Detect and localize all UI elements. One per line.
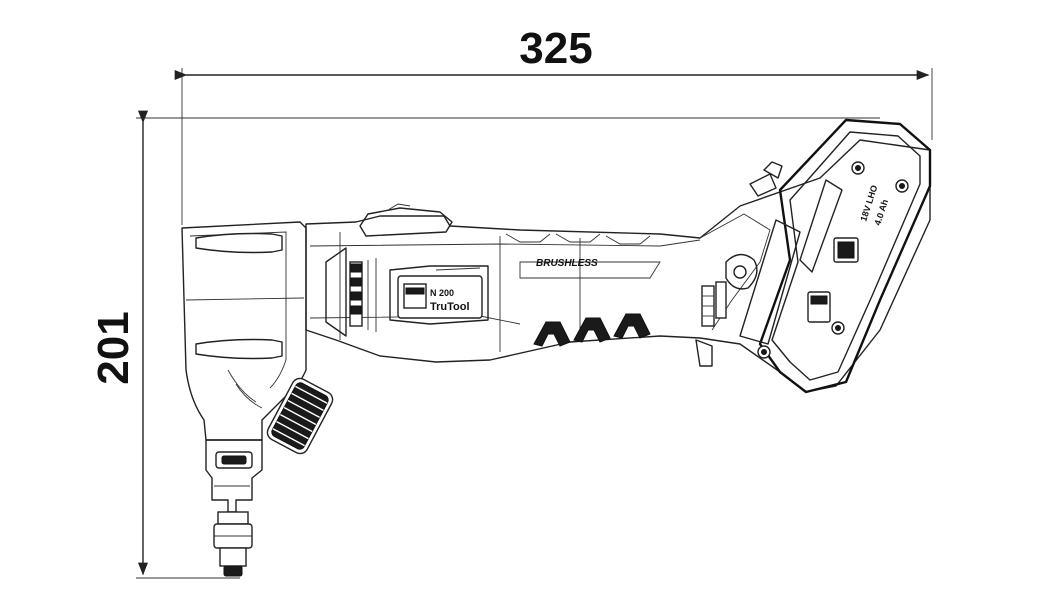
top-switch	[359, 207, 453, 237]
brand-strip-text: BRUSHLESS	[536, 258, 598, 269]
model-label: N 200	[430, 288, 454, 298]
connector-block	[325, 247, 377, 337]
adjustment-wheel	[266, 377, 334, 455]
width-dimension: 325	[174, 24, 933, 225]
rear-housing	[695, 161, 783, 367]
battery-capacity-label: 4.0 Ah	[872, 198, 890, 226]
tool-head	[181, 221, 307, 441]
grip-pads	[533, 313, 651, 347]
height-dimension-label: 201	[89, 311, 138, 384]
nibbler-tool: N 200 TruTool BRUSHLESS	[181, 118, 932, 577]
logo-label: TruTool	[430, 301, 470, 313]
upper-vent-slot	[195, 232, 283, 254]
battery-pack: 18V LHO 4.0 Ah	[739, 118, 932, 394]
punch-die	[205, 439, 263, 577]
lower-vent-slot	[195, 338, 283, 360]
height-dimension: 201	[89, 110, 880, 579]
width-dimension-label: 325	[519, 24, 592, 73]
motor-housing	[305, 139, 931, 393]
label-panel: N 200 TruTool	[389, 265, 489, 325]
battery-release-slot	[739, 219, 801, 345]
